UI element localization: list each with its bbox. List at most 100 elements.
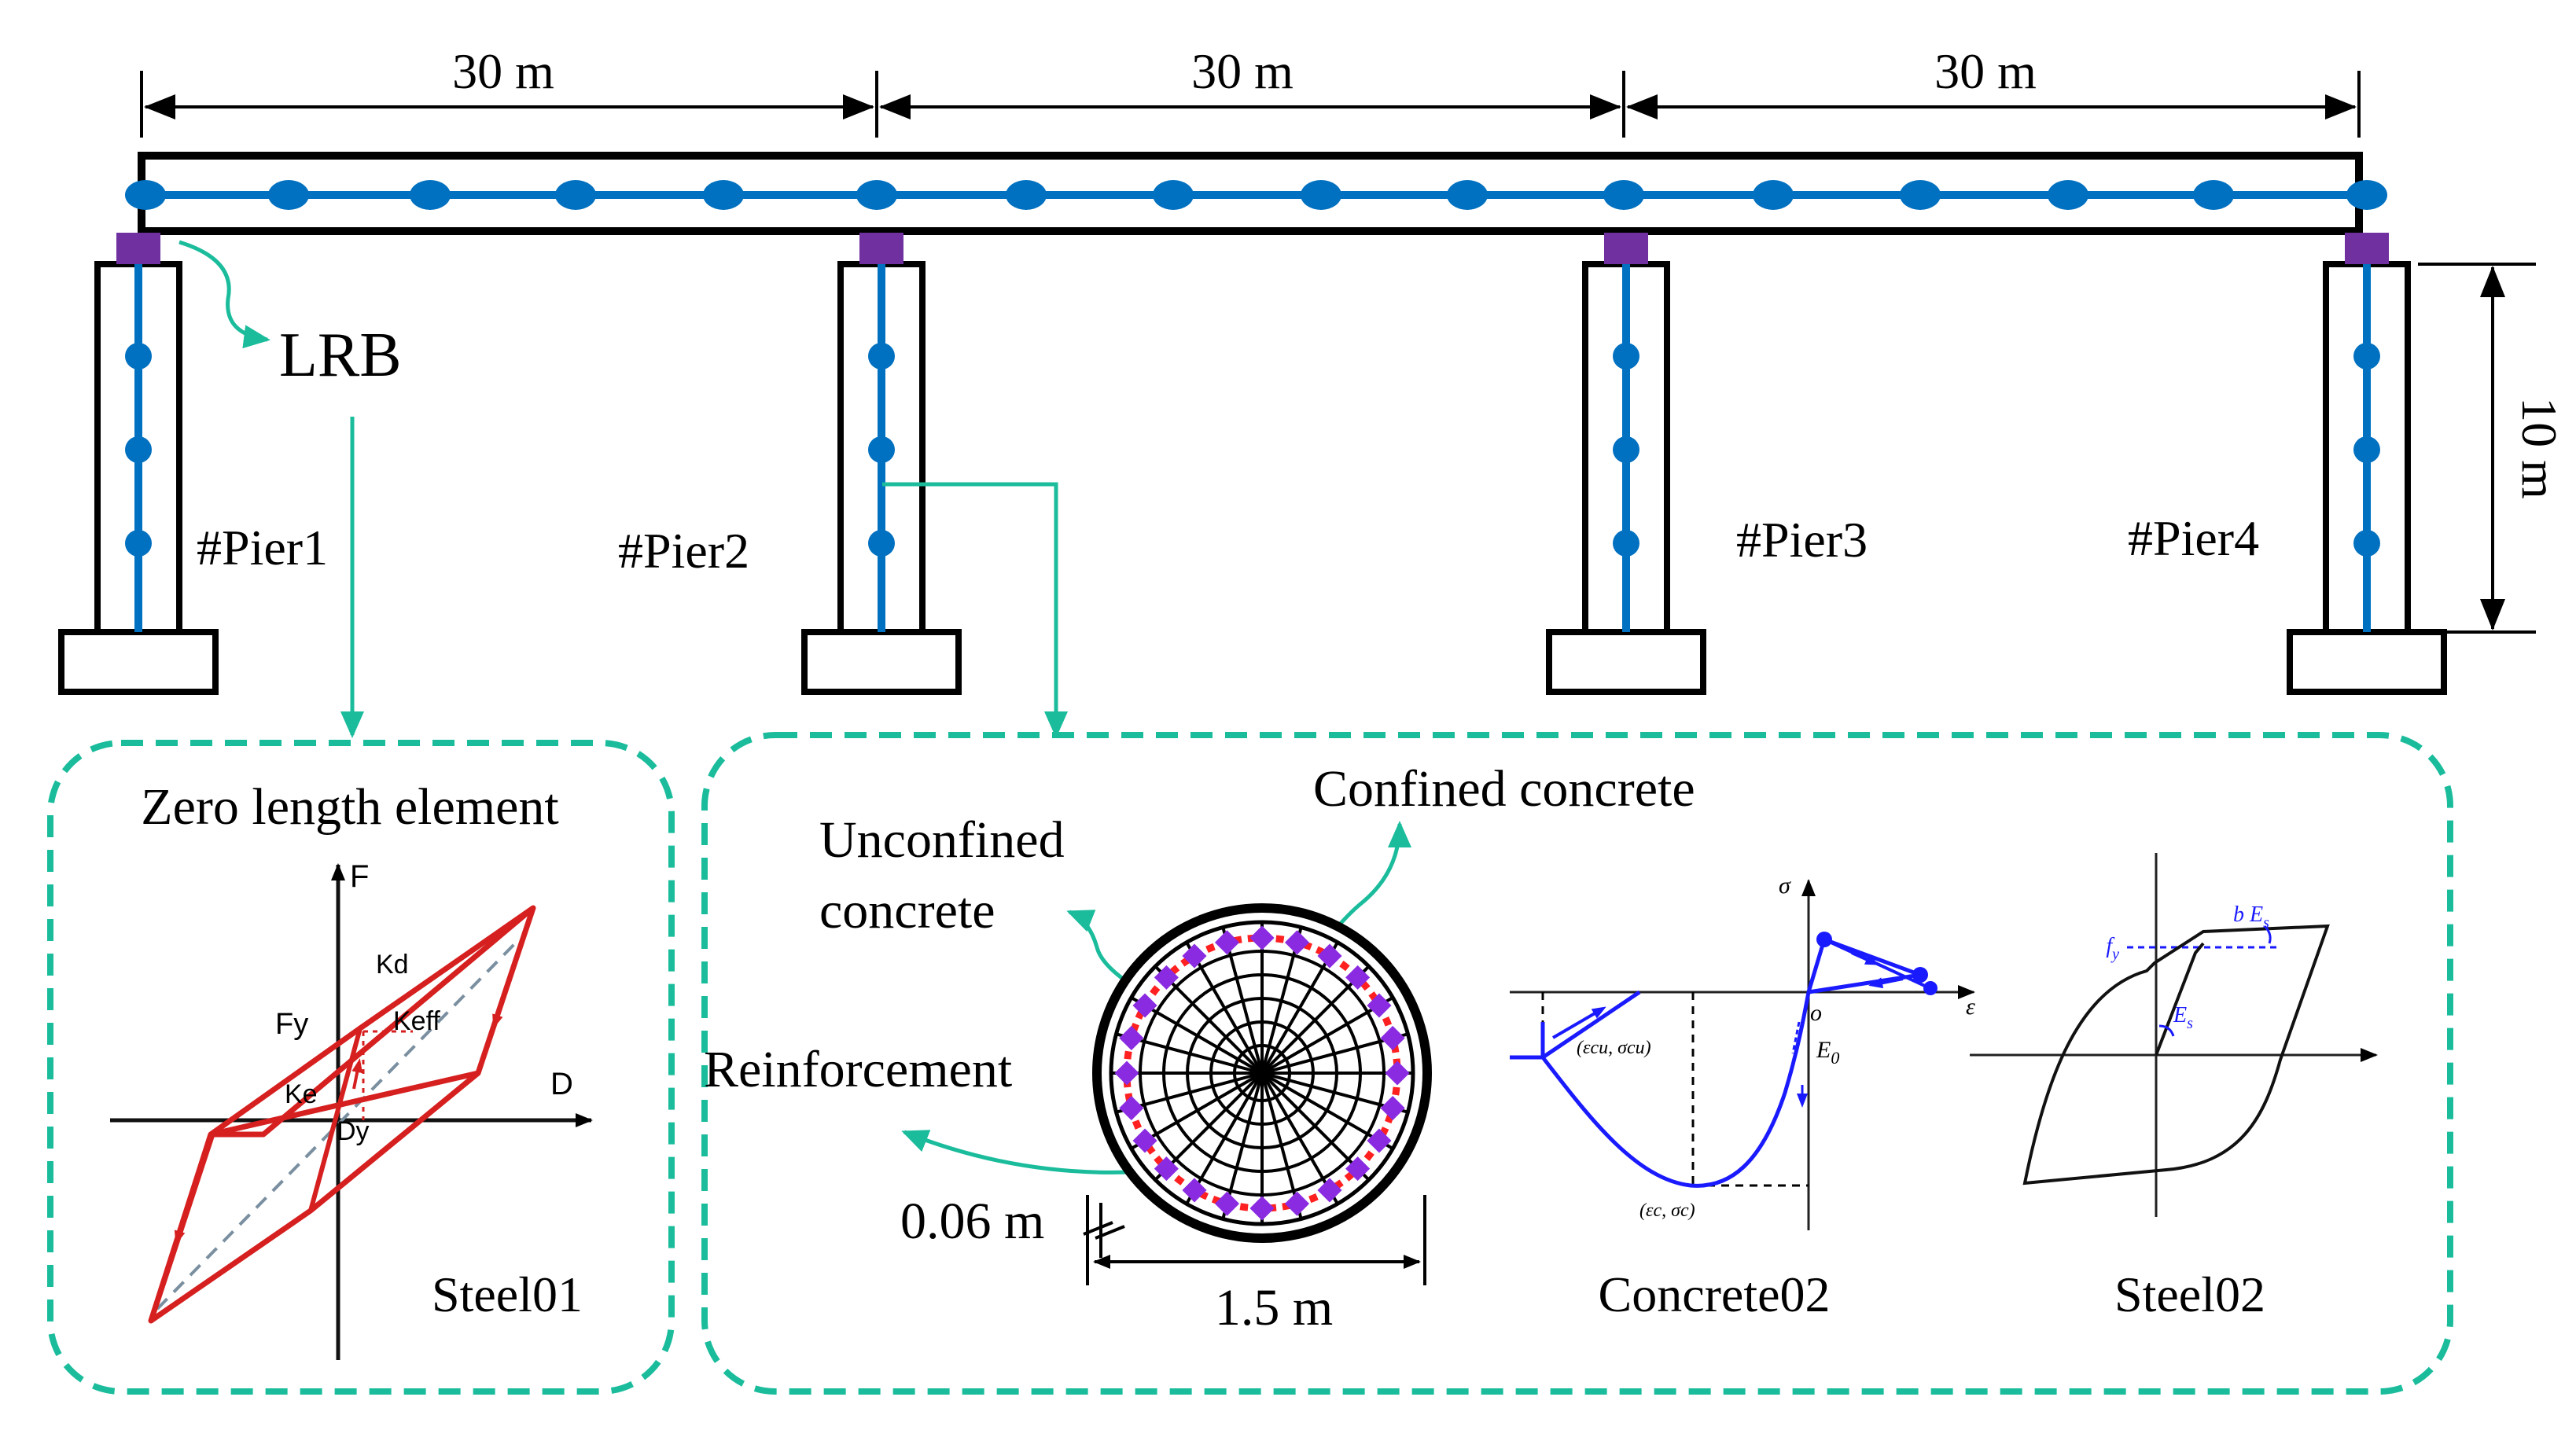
ke-label: Ke [285,1079,318,1109]
deck-node [1006,180,1047,210]
hysteresis-loading [208,906,535,1137]
section-fiber-radial [1260,1072,1369,1180]
concrete02-plot: σ ε o E0 (εcu, σcu) (εc, σc) [1510,873,1975,1230]
concrete02-tension-arrow-2 [1868,977,1904,989]
pier-section-leader-arrow [882,482,1068,738]
rebar [1114,1061,1139,1086]
epsilon-label: ε [1966,994,1975,1020]
section-fiber-radial [1221,1072,1264,1219]
unconfined-concrete-label-1: Unconfined [819,811,1065,869]
rebar [1214,930,1240,955]
lrb-leader-arrow [178,240,270,349]
concrete02-tension [1806,936,1928,994]
pier-4 [2287,233,2447,695]
deck-node [268,180,309,210]
rebar [1182,1178,1207,1203]
pier-height-label: 10 m [2512,397,2567,499]
deck-node [1301,180,1341,210]
concrete02-point-2 [1912,967,1928,983]
deck-node [1753,180,1794,210]
keff-label: Keff [393,1006,440,1036]
reinforcement-label: Reinforcement [704,1041,1012,1098]
confined-concrete-label: Confined concrete [1313,760,1695,818]
deck-nodes [125,180,2387,210]
span-label-1: 30 m [452,43,554,99]
steel02-fy-label: fy [2106,934,2119,963]
pier-footing [2287,629,2447,695]
pier-label-4: #Pier4 [2128,510,2259,566]
fy-label: Fy [275,1008,308,1041]
concrete02-envelope [1510,991,1811,1188]
pier-footing [801,629,962,695]
loop-arrow-3 [174,1216,186,1245]
concrete02-point-1 [1816,932,1832,947]
piers [58,233,2447,695]
pier-label-2: #Pier2 [618,523,749,579]
pier-label-3: #Pier3 [1736,512,1868,568]
section-fiber-radial [1260,966,1369,1075]
concrete02-reload-arrow [1551,1006,1606,1039]
diameter-label: 1.5 m [1215,1279,1333,1336]
pier-3 [1546,233,1706,695]
section-fiber-radial [1260,997,1393,1075]
section-fiber-radial [1186,943,1264,1075]
section-fiber-radial [1260,1072,1303,1219]
deck-node [1153,180,1194,210]
section-cover-ring [1109,920,1415,1226]
lrb-bearing [116,233,160,264]
rebar [1249,1196,1275,1221]
deck-node [2346,180,2387,210]
concrete02-tension-arrow-1 [1851,951,1880,965]
origin-label: o [1810,1000,1822,1026]
lrb-bearing [859,233,903,264]
pier-node [125,343,152,369]
cover-label: 0.06 m [900,1193,1044,1250]
pier-node [1613,343,1639,369]
deck-node [125,180,166,210]
bridge: 30 m 30 m 30 m 10 m #Pier1 #Pier2 #Pier3… [58,43,2567,738]
section-fiber-radial [1260,1072,1393,1149]
steel02-inner [2155,942,2205,1056]
section-fiber-radial [1221,928,1264,1074]
force-axis-label: F [350,859,369,894]
rebar [1317,1178,1342,1203]
pier-node [868,343,895,369]
rebar [1367,993,1392,1018]
deck-node [555,180,596,210]
lrb-label: LRB [279,321,402,390]
section-fiber-radial [1117,1032,1263,1075]
pier-height-dimension [2418,263,2536,634]
lrb-bearing [2345,233,2389,264]
deck-node [2193,180,2234,210]
steel02-bes-label: b Es [2233,902,2269,932]
rebar [1367,1128,1392,1153]
section-fiber-radial [1260,928,1303,1074]
section-fiber-radial [1186,1072,1264,1204]
loop-arrow-1 [492,998,505,1029]
elastic-stiffness-dashed [156,938,521,1311]
rebar [1154,965,1179,990]
displacement-axis-label: D [550,1067,573,1101]
pier-label-1: #Pier1 [197,520,328,575]
pier-node [868,436,895,463]
section-fiber-radial [1117,1072,1263,1114]
pier-node [125,436,152,463]
deck-node [856,180,897,210]
pier-footing [1546,629,1706,695]
rebar [1284,930,1310,955]
pier-node [2353,436,2380,463]
steel02-plot: fy b Es Es [1970,853,2378,1217]
rebar [1284,1191,1310,1216]
steel02-label: Steel02 [2114,1266,2265,1322]
span-label-3: 30 m [1934,43,2037,99]
pier-node [868,530,895,557]
pier-node [1613,530,1639,557]
rebar [1119,1095,1144,1121]
pier-2 [801,233,962,695]
pier-footing [58,629,219,695]
c-point-label: (εc, σc) [1639,1200,1695,1221]
steel02-loop [2022,924,2330,1186]
steel01-hysteresis-plot: F D Fy Kd Keff Ke Dy [110,859,593,1360]
rebar [1380,1025,1405,1051]
